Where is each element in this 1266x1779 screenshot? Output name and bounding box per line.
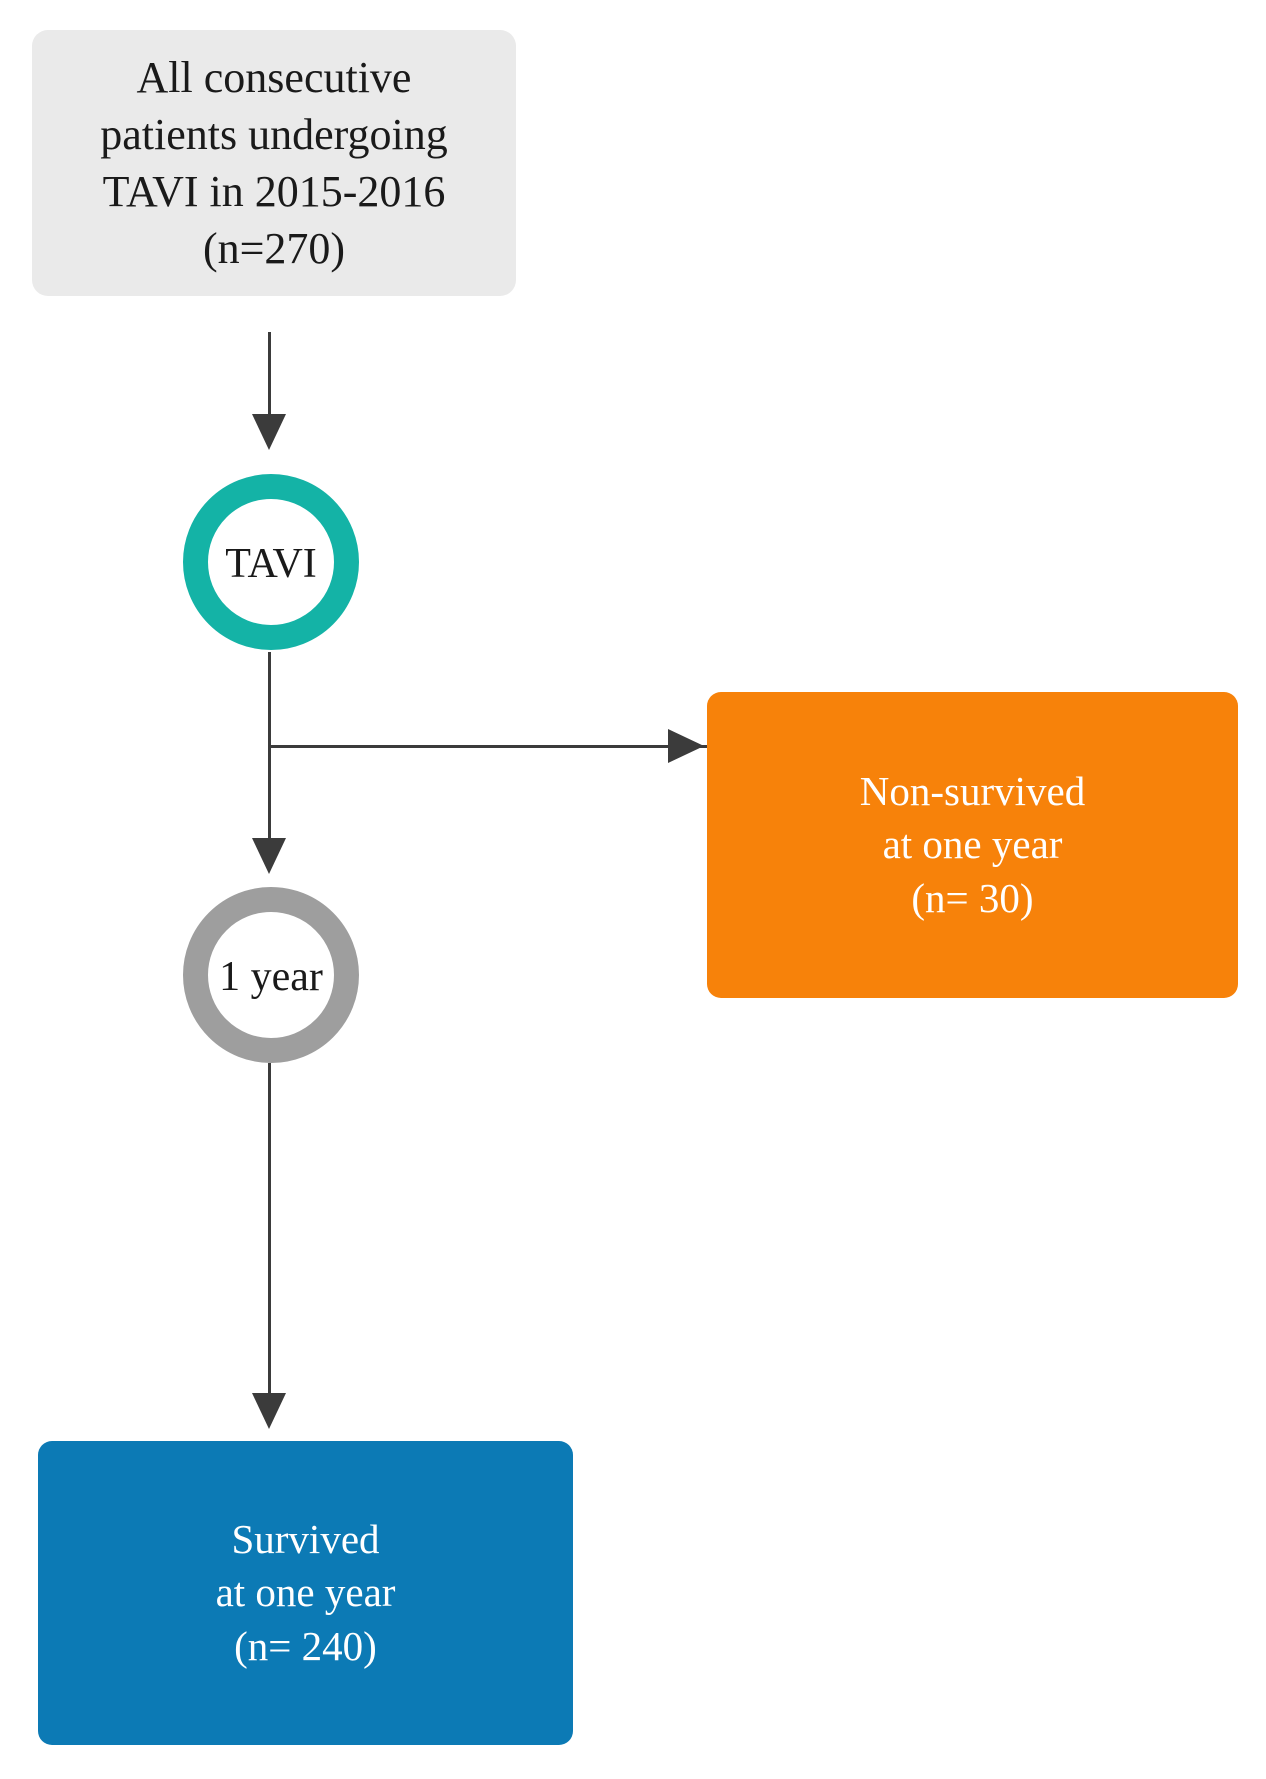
edge-oneyear-to-survived-line	[268, 1063, 271, 1401]
cohort-box: All consecutive patients undergoing TAVI…	[32, 30, 516, 296]
edge-tavi-to-oneyear-line	[268, 652, 271, 846]
edge-tavi-to-nonsurvived-arrowhead-icon	[668, 729, 704, 763]
one-year-ring-node: 1 year	[183, 887, 359, 1063]
edge-cohort-to-tavi-arrowhead-icon	[252, 414, 286, 450]
tavi-ring-node: TAVI	[183, 474, 359, 650]
one-year-ring-label: 1 year	[219, 954, 323, 1000]
edge-tavi-to-nonsurvived-line	[268, 745, 788, 748]
survived-line-3: (n= 240)	[234, 1622, 377, 1669]
edge-tavi-to-oneyear-arrowhead-icon	[252, 838, 286, 874]
nonsurvived-line-1: Non-survived	[859, 768, 1086, 815]
cohort-line-4: (n=270)	[202, 224, 346, 274]
edge-oneyear-to-survived-arrowhead-icon	[252, 1393, 286, 1429]
survived-box: Survived at one year (n= 240)	[38, 1441, 573, 1745]
tavi-ring-label: TAVI	[225, 541, 317, 587]
nonsurvived-line-3: (n= 30)	[911, 874, 1034, 921]
cohort-line-3: TAVI in 2015-2016	[102, 167, 446, 216]
cohort-line-1: All consecutive	[136, 52, 412, 102]
survived-line-1: Survived	[231, 1516, 380, 1563]
cohort-line-2: patients undergoing	[100, 109, 448, 159]
edge-cohort-to-tavi-line	[268, 332, 271, 422]
nonsurvived-box: Non-survived at one year (n= 30)	[707, 692, 1238, 998]
survived-line-2: at one year	[215, 1569, 396, 1616]
nonsurvived-line-2: at one year	[882, 821, 1063, 868]
